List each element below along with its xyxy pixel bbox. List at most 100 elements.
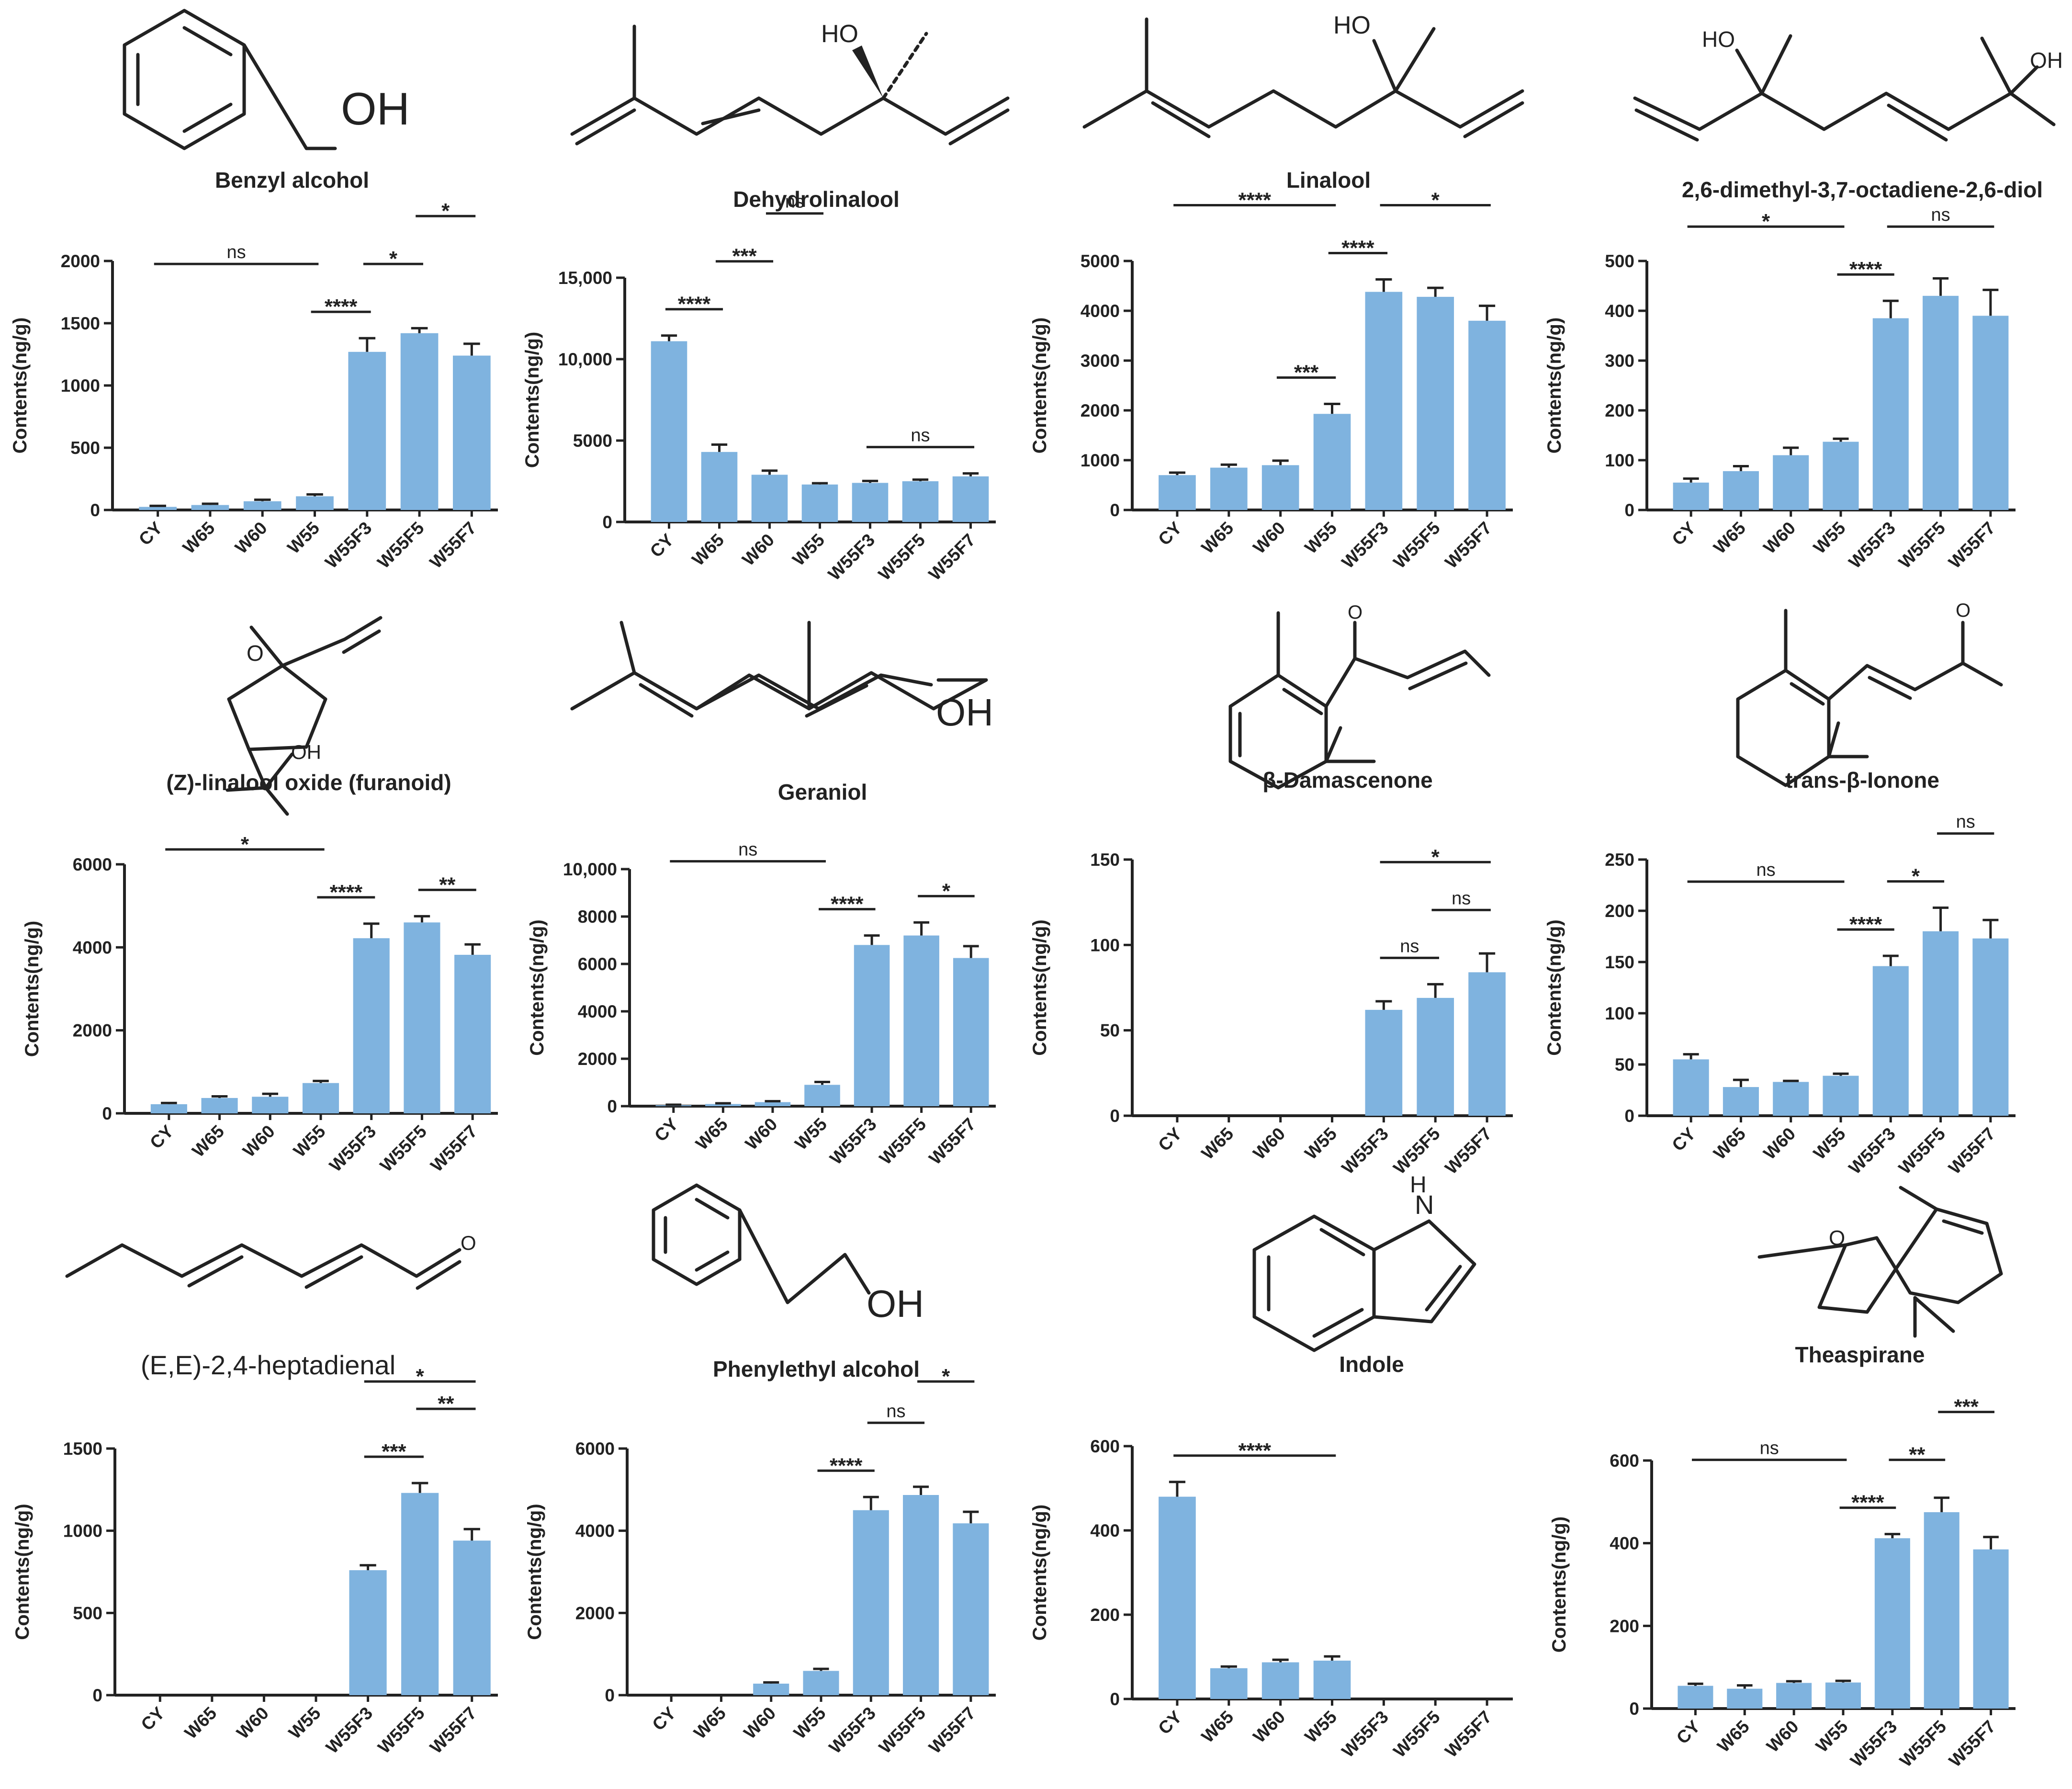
y-axis-label: Contents(ng/g) (12, 1504, 33, 1640)
bar (1468, 320, 1506, 510)
category-label: W60 (1760, 1124, 1800, 1164)
atom-label: N (1415, 1189, 1434, 1220)
significance-label: **** (1849, 913, 1882, 936)
category-label: W55F3 (1338, 518, 1392, 572)
octadienediol-structure: HO OH (1633, 27, 2063, 142)
category-label: W60 (233, 1703, 272, 1743)
y-tick-label: 1500 (63, 1439, 102, 1459)
category-label: W55 (1301, 1707, 1340, 1747)
bar (1365, 1009, 1403, 1116)
y-tick-label: 10,000 (563, 860, 617, 879)
category-label: W55F7 (1945, 518, 1999, 572)
bar (1823, 442, 1859, 510)
bar (302, 1083, 339, 1113)
category-label: W55 (1301, 1124, 1340, 1164)
y-tick-label: 5000 (1081, 251, 1120, 271)
category-label: W55 (788, 530, 828, 570)
atom-label: O (1829, 1226, 1845, 1250)
y-tick-label: 1500 (61, 314, 100, 333)
category-label: CY (1154, 518, 1186, 549)
y-tick-label: 50 (1100, 1021, 1120, 1041)
category-label: W55F5 (1896, 1717, 1950, 1771)
significance-label: **** (1851, 1491, 1884, 1515)
compound-name: (E,E)-2,4-heptadienal (141, 1350, 395, 1380)
category-label: W55F5 (1390, 518, 1444, 572)
y-tick-label: 200 (1605, 901, 1634, 921)
atom-label: H (1410, 1172, 1427, 1198)
y-tick-label: 600 (1610, 1451, 1639, 1471)
category-label: CY (648, 1703, 680, 1734)
y-tick-label: 150 (1090, 850, 1120, 870)
bar (903, 935, 939, 1106)
y-tick-label: 2000 (575, 1603, 615, 1623)
y-tick-label: 0 (1624, 1106, 1634, 1126)
dehydrolinalool-structure: HO (570, 20, 1010, 146)
category-label: W65 (1710, 1124, 1749, 1164)
significance-label: ns (911, 426, 930, 446)
bar (1823, 1076, 1859, 1116)
bar (453, 355, 491, 510)
category-label: W55F5 (875, 530, 929, 584)
significance-label: * (241, 833, 249, 856)
category-label: W55F5 (374, 1703, 428, 1757)
y-tick-label: 6000 (575, 1439, 615, 1459)
significance-label: * (942, 879, 951, 903)
bar (1417, 997, 1454, 1116)
significance-label: **** (678, 293, 711, 316)
y-tick-label: 600 (1090, 1437, 1120, 1456)
significance-label: * (416, 1365, 425, 1388)
y-tick-label: 2000 (61, 251, 100, 271)
y-tick-label: 0 (605, 1686, 615, 1705)
significance-label: * (942, 1365, 950, 1388)
atom-label: HO (1333, 11, 1371, 39)
bar (1313, 414, 1351, 510)
bar (1417, 296, 1454, 510)
y-axis-label: Contents(ng/g) (22, 921, 43, 1057)
y-tick-label: 1000 (1081, 451, 1120, 470)
y-tick-label: 10,000 (558, 350, 612, 369)
significance-label: **** (1238, 188, 1271, 212)
significance-label: ns (227, 242, 246, 262)
category-label: W55 (1301, 518, 1340, 558)
bar (453, 1540, 491, 1695)
category-label: W60 (1250, 1124, 1289, 1164)
y-tick-label: 0 (1624, 500, 1634, 520)
y-tick-label: 0 (1110, 1689, 1120, 1709)
category-label: W65 (179, 518, 219, 558)
bar (353, 938, 390, 1113)
category-label: W55 (791, 1114, 831, 1154)
significance-label: * (1762, 210, 1770, 233)
category-label: W55F3 (1845, 1124, 1899, 1178)
category-label: W60 (740, 1703, 780, 1743)
category-label: W55F7 (1441, 1707, 1495, 1761)
category-label: W65 (692, 1114, 732, 1154)
category-label: W55F5 (373, 518, 428, 572)
category-label: W60 (239, 1121, 279, 1161)
bar (1365, 292, 1403, 510)
category-label: W55F5 (876, 1114, 930, 1168)
y-tick-label: 3000 (1081, 351, 1120, 371)
category-label: CY (1668, 1123, 1700, 1155)
bar (1723, 1087, 1759, 1116)
y-tick-label: 500 (70, 438, 100, 458)
y-tick-label: 1000 (63, 1521, 102, 1541)
bar (454, 954, 491, 1113)
category-label: CY (1668, 518, 1700, 549)
bar (801, 484, 838, 522)
category-label: W55F7 (1441, 1124, 1495, 1178)
category-label: CY (137, 1703, 169, 1734)
category-label: W60 (1760, 518, 1800, 558)
y-tick-label: 400 (1090, 1521, 1120, 1540)
y-tick-label: 2000 (73, 1021, 112, 1041)
category-label: W65 (690, 1703, 730, 1743)
category-label: W55 (1810, 1124, 1849, 1164)
y-tick-label: 150 (1605, 952, 1634, 972)
bar (1210, 467, 1248, 510)
y-axis-label: Contents(ng/g) (1544, 317, 1565, 453)
